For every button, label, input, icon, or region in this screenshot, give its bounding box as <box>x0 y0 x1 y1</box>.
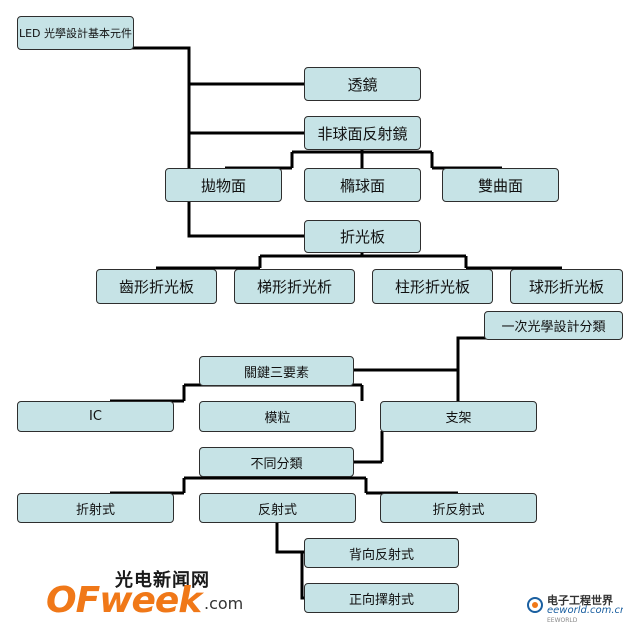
node-three-key-elements: 關鍵三要素 <box>199 356 354 386</box>
node-refract-reflect: 折反射式 <box>380 493 537 523</box>
ofweek-logo: 光电新闻网 OFweek .com <box>46 566 261 624</box>
node-reflective: 反射式 <box>199 493 356 523</box>
eeworld-logo-tag: EEWORLD <box>547 617 578 624</box>
node-aspheric-reflector: 非球面反射鏡 <box>304 116 421 150</box>
node-bracket: 支架 <box>380 401 537 432</box>
eeworld-logo-cn: 电子工程世界 <box>547 594 613 607</box>
node-refractive: 折射式 <box>17 493 174 523</box>
eeworld-logo-domain: eeworld.com.cn <box>547 605 623 616</box>
node-classification-types: 不同分類 <box>199 447 354 477</box>
node-hyperbolic: 雙曲面 <box>442 168 559 202</box>
node-trapezoid-refractor: 梯形折光析 <box>234 269 355 304</box>
node-sawtooth-refractor: 齒形折光板 <box>96 269 217 304</box>
node-cylinder-refractor: 柱形折光板 <box>372 269 493 304</box>
node-back-reflective: 背向反射式 <box>304 538 459 568</box>
node-refractor-plate: 折光板 <box>304 220 421 253</box>
node-mold: 模粒 <box>199 401 356 432</box>
eeworld-mark-icon <box>527 597 543 613</box>
ofweek-logo-cn: 光电新闻网 <box>115 570 210 591</box>
node-primary-optics-classification: 一次光學設計分類 <box>484 311 623 340</box>
ofweek-logo-main: OFweek <box>46 580 202 621</box>
node-spherical-refractor: 球形折光板 <box>510 269 623 304</box>
node-ic: IC <box>17 401 174 432</box>
eeworld-logo: 电子工程世界 eeworld.com.cn EEWORLD <box>526 592 623 627</box>
node-front-reflective: 正向擇射式 <box>304 583 459 613</box>
node-led-optical-components: LED 光學設計基本元件 <box>17 16 134 50</box>
node-ellipsoid: 橢球面 <box>304 168 421 202</box>
ofweek-logo-domain: .com <box>204 594 244 613</box>
node-lens: 透鏡 <box>304 67 421 101</box>
node-parabolic: 拋物面 <box>165 168 282 202</box>
